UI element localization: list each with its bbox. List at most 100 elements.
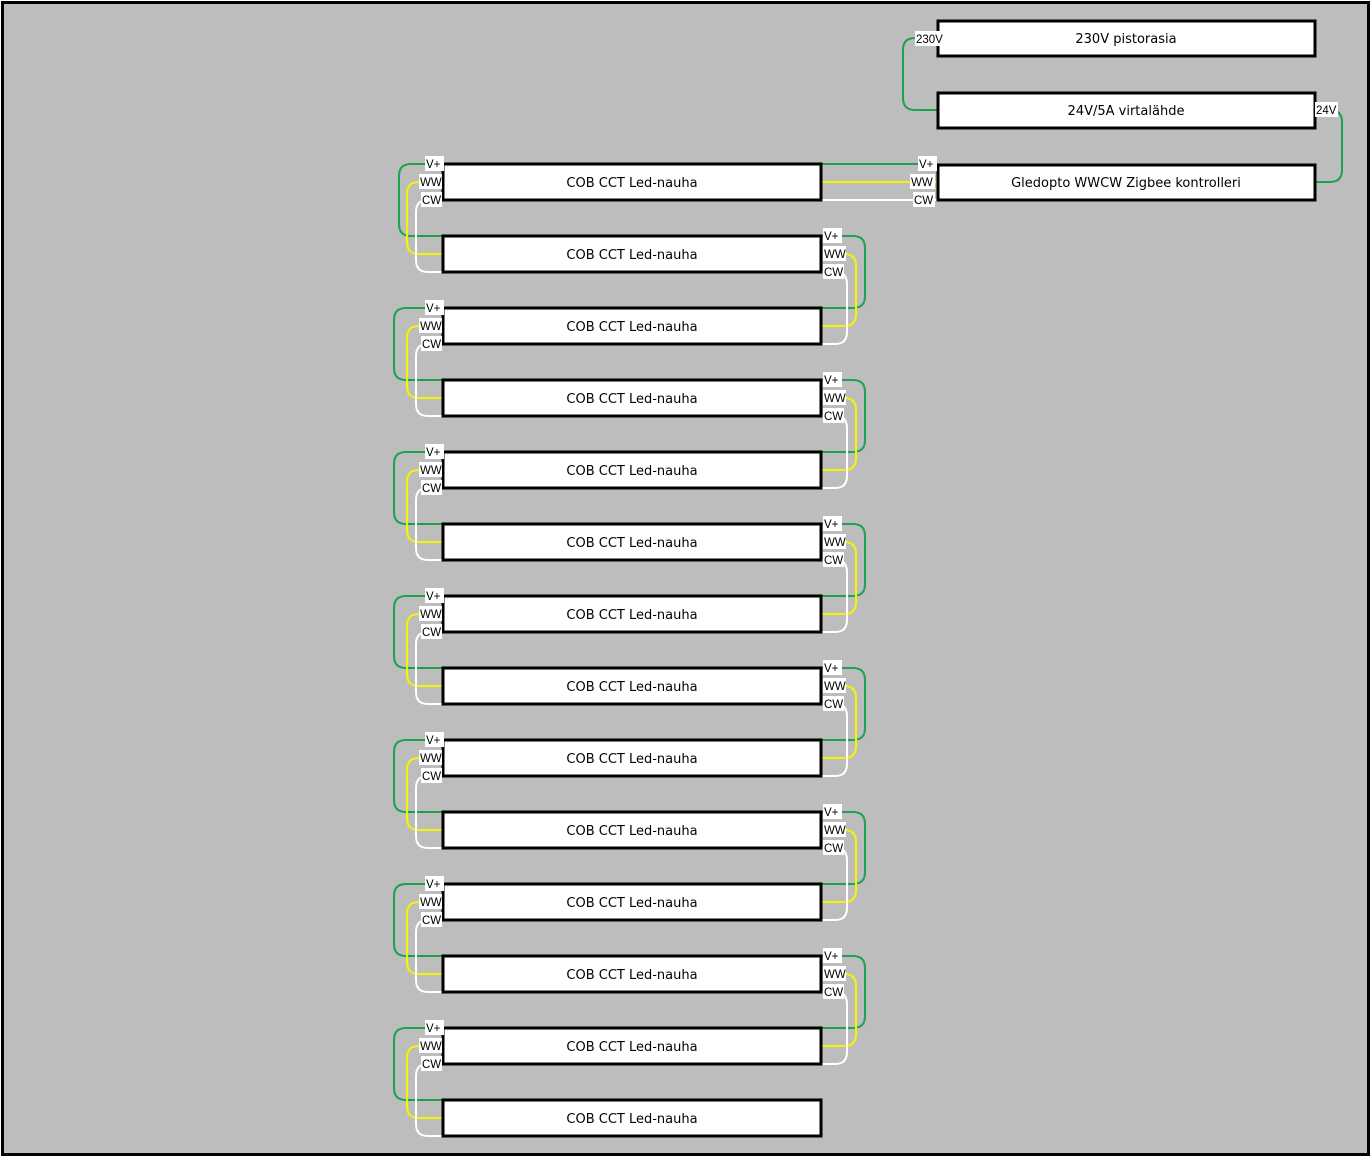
strip-1-pin-cw-label: CW xyxy=(422,195,441,207)
strip-13-pin-cw-label: CW xyxy=(422,1059,441,1071)
controller-box[interactable]: Gledopto WWCW Zigbee kontrolleri xyxy=(936,163,1317,202)
pin-labels: 230V 24V V+ WW CW V+WWCWV+WWCWV+WWCWV+WW… xyxy=(419,31,1338,1071)
strip-10-pin-cw: CW xyxy=(823,840,844,855)
strip-5-pin-vplus-label: V+ xyxy=(426,447,441,459)
led-strip-label: COB CCT Led-nauha xyxy=(566,392,697,407)
strip-1-pin-cw: CW xyxy=(421,192,442,207)
strip-1-pin-vplus: V+ xyxy=(425,156,444,171)
strip-2-pin-cw: CW xyxy=(823,264,844,279)
strip-13-pin-vplus: V+ xyxy=(425,1020,444,1035)
led-strip-box xyxy=(441,810,823,850)
strip-link-vplus xyxy=(821,955,866,1029)
strip-link-ww xyxy=(406,1045,443,1119)
strip-3-pin-vplus-label: V+ xyxy=(426,303,441,315)
strip-3-pin-cw-label: CW xyxy=(422,339,441,351)
strip-12-pin-ww-label: WW xyxy=(824,969,846,981)
strip-11-pin-cw: CW xyxy=(421,912,442,927)
led-strip-2[interactable]: COB CCT Led-nauha xyxy=(441,234,823,274)
led-strip-box xyxy=(441,594,823,634)
led-strip-1[interactable]: COB CCT Led-nauha xyxy=(441,162,823,202)
strip-11-pin-ww-label: WW xyxy=(420,897,442,909)
strip-2-pin-vplus: V+ xyxy=(823,228,842,243)
strip-8-pin-ww: WW xyxy=(823,678,846,693)
strip-link-vplus xyxy=(821,379,866,453)
strip-3-pin-vplus: V+ xyxy=(425,300,444,315)
led-strip-box xyxy=(441,306,823,346)
psu-pin-24v: 24V xyxy=(1315,102,1338,117)
strip-1-pin-ww-label: WW xyxy=(420,177,442,189)
psu-pin-label: 24V xyxy=(1316,105,1337,117)
led-strip-label: COB CCT Led-nauha xyxy=(566,464,697,479)
led-strip-12[interactable]: COB CCT Led-nauha xyxy=(441,954,823,994)
wires-layer xyxy=(393,37,1343,1137)
led-strip-10[interactable]: COB CCT Led-nauha xyxy=(441,810,823,850)
led-strip-label: COB CCT Led-nauha xyxy=(566,320,697,335)
led-strip-label: COB CCT Led-nauha xyxy=(566,608,697,623)
strip-link-ww xyxy=(406,469,443,543)
strip-7-pin-cw: CW xyxy=(421,624,442,639)
strip-7-pin-ww: WW xyxy=(419,606,442,621)
led-strip-8[interactable]: COB CCT Led-nauha xyxy=(441,666,823,706)
strip-5-pin-ww-label: WW xyxy=(420,465,442,477)
led-strip-label: COB CCT Led-nauha xyxy=(566,968,697,983)
strip-1-pin-ww: WW xyxy=(419,174,442,189)
strip-4-pin-cw: CW xyxy=(823,408,844,423)
controller-pin-cw-label: CW xyxy=(914,195,933,207)
strip-8-pin-cw: CW xyxy=(823,696,844,711)
strip-4-pin-ww-label: WW xyxy=(824,393,846,405)
led-strip-box xyxy=(441,738,823,778)
strip-link-vplus xyxy=(393,307,443,381)
led-strip-box xyxy=(441,522,823,562)
strip-13-pin-cw: CW xyxy=(421,1056,442,1071)
led-strip-6[interactable]: COB CCT Led-nauha xyxy=(441,522,823,562)
led-strip-3[interactable]: COB CCT Led-nauha xyxy=(441,306,823,346)
led-strip-label: COB CCT Led-nauha xyxy=(566,680,697,695)
strip-12-pin-vplus-label: V+ xyxy=(824,951,839,963)
led-strip-11[interactable]: COB CCT Led-nauha xyxy=(441,882,823,922)
led-strip-14[interactable]: COB CCT Led-nauha xyxy=(441,1098,823,1138)
strip-9-pin-ww: WW xyxy=(419,750,442,765)
strip-4-pin-ww: WW xyxy=(823,390,846,405)
strip-5-pin-vplus: V+ xyxy=(425,444,444,459)
led-strip-7[interactable]: COB CCT Led-nauha xyxy=(441,594,823,634)
controller-pin-ww: WW xyxy=(910,174,935,189)
strip-6-pin-ww: WW xyxy=(823,534,846,549)
strip-link-ww xyxy=(406,325,443,399)
led-strip-4[interactable]: COB CCT Led-nauha xyxy=(441,378,823,418)
led-strip-13[interactable]: COB CCT Led-nauha xyxy=(441,1026,823,1066)
controller-label: Gledopto WWCW Zigbee kontrolleri xyxy=(1011,176,1241,191)
strip-1-pin-vplus-label: V+ xyxy=(426,159,441,171)
strip-3-pin-ww: WW xyxy=(419,318,442,333)
strip-9-pin-cw-label: CW xyxy=(422,771,441,783)
strip-2-pin-ww: WW xyxy=(823,246,846,261)
outlet-box[interactable]: 230V pistorasia xyxy=(936,19,1317,58)
boxes-layer: 230V pistorasia 24V/5A virtalähde Gledop… xyxy=(936,19,1317,202)
led-strip-label: COB CCT Led-nauha xyxy=(566,1040,697,1055)
strip-link-vplus xyxy=(393,883,443,957)
controller-pin-vplus: V+ xyxy=(918,156,937,171)
controller-pin-ww-label: WW xyxy=(911,177,933,189)
led-strip-5[interactable]: COB CCT Led-nauha xyxy=(441,450,823,490)
strip-6-pin-vplus-label: V+ xyxy=(824,519,839,531)
strip-link-ww xyxy=(821,685,857,759)
strip-8-pin-vplus-label: V+ xyxy=(824,663,839,675)
strip-5-pin-ww: WW xyxy=(419,462,442,477)
strip-10-pin-ww: WW xyxy=(823,822,846,837)
strip-6-pin-ww-label: WW xyxy=(824,537,846,549)
strip-link-ww xyxy=(821,829,857,903)
strip-4-pin-vplus-label: V+ xyxy=(824,375,839,387)
strip-9-pin-vplus: V+ xyxy=(425,732,444,747)
strip-5-pin-cw: CW xyxy=(421,480,442,495)
strip-8-pin-cw-label: CW xyxy=(824,699,843,711)
strip-link-vplus xyxy=(393,739,443,813)
strip-8-pin-vplus: V+ xyxy=(823,660,842,675)
psu-box[interactable]: 24V/5A virtalähde xyxy=(936,91,1317,130)
outlet-label: 230V pistorasia xyxy=(1075,32,1176,47)
led-strip-box xyxy=(441,162,823,202)
strip-12-pin-cw: CW xyxy=(823,984,844,999)
strip-6-pin-cw: CW xyxy=(823,552,844,567)
led-strip-box xyxy=(441,882,823,922)
strip-11-pin-ww: WW xyxy=(419,894,442,909)
led-strip-9[interactable]: COB CCT Led-nauha xyxy=(441,738,823,778)
